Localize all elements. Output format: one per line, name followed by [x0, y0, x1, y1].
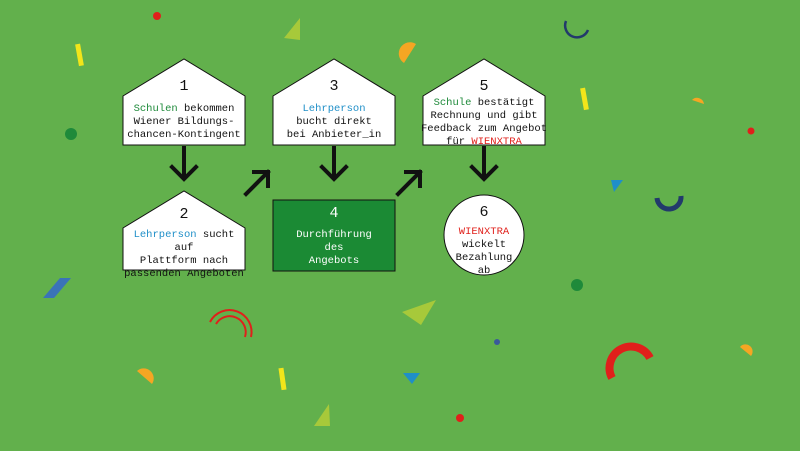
confetti-triangle-lime	[314, 404, 330, 426]
confetti-triangle-lime	[284, 18, 300, 40]
confetti-dot-red	[747, 127, 755, 135]
step-5-text-after: bestätigt	[471, 97, 535, 109]
step-5-number: 5	[479, 78, 489, 95]
confetti-arc-navy	[654, 195, 684, 212]
step-4-text: Durchführung des Angebots	[273, 229, 395, 268]
step-6-number: 6	[479, 204, 489, 221]
step-6-line3: Bezahlung	[455, 252, 513, 264]
arrow-diagonal-2	[243, 169, 271, 197]
confetti-triangle-lime	[402, 300, 436, 325]
confetti-arc-red	[215, 315, 247, 338]
step-6-line4: ab	[477, 265, 491, 277]
confetti-arc-navy	[563, 20, 590, 39]
step-6-text: WIENXTRA wickelt Bezahlung ab	[444, 226, 524, 278]
step-2-text: Lehrperson sucht auf Plattform nach pass…	[123, 229, 245, 281]
step-5-line4-highlight: WIENXTRA	[471, 136, 522, 148]
confetti-arc-red	[209, 309, 253, 338]
step-2-line2: Plattform nach	[139, 255, 229, 267]
step-2-number: 2	[179, 206, 189, 223]
step-3-line3: bei Anbieter_in	[286, 129, 382, 141]
step-4-line1: Durchführung	[296, 229, 372, 241]
step-1-text: Schulen bekommen Wiener Bildungs- chance…	[123, 103, 245, 142]
step-3-text: Lehrperson bucht direkt bei Anbieter_in	[273, 103, 395, 142]
step-1-number: 1	[179, 78, 189, 95]
confetti-dot-red	[456, 414, 464, 422]
step-5-line4-prefix: für	[446, 136, 472, 148]
confetti-halfcircle-orange	[740, 344, 753, 356]
confetti-dot-red	[153, 12, 161, 20]
step-1-highlight: Schulen	[133, 103, 178, 115]
confetti-bar-yellow	[278, 367, 287, 391]
confetti-dot-green	[65, 128, 77, 140]
step-2-highlight: Lehrperson	[133, 229, 197, 241]
step-2-text-after: sucht auf	[174, 229, 235, 254]
confetti-parallelogram-blue	[43, 278, 71, 298]
step-5-box	[422, 58, 546, 146]
confetti-dot-green	[571, 279, 583, 291]
confetti-halfcircle-orange	[692, 97, 704, 104]
confetti-bar-yellow	[580, 87, 589, 111]
arrow-down-1	[169, 146, 199, 182]
step-6-circle	[443, 194, 525, 276]
confetti-triangle-blue	[403, 373, 420, 384]
step-6-line2: wickelt	[461, 239, 507, 251]
confetti-bar-yellow	[75, 43, 84, 67]
step-5-line2: Rechnung und gibt	[430, 110, 538, 122]
step-4-number: 4	[329, 205, 339, 222]
step-1-box	[122, 58, 246, 146]
arrow-down-3	[319, 146, 349, 182]
step-4-line2: des	[324, 242, 344, 254]
step-4-box	[272, 199, 396, 272]
step-5-text: Schule bestätigt Rechnung und gibt Feedb…	[416, 97, 552, 149]
step-2-line3: passenden Angeboten	[124, 268, 244, 280]
confetti-halfcircle-orange	[137, 368, 154, 384]
confetti-dot-navy	[494, 339, 500, 345]
confetti-halfcircle-orange	[398, 42, 416, 63]
arrow-down-5	[469, 146, 499, 182]
step-4-line3: Angebots	[308, 255, 360, 267]
step-3-line2: bucht direkt	[296, 116, 372, 128]
step-3-highlight: Lehrperson	[302, 103, 366, 115]
arrow-diagonal-4	[395, 169, 423, 197]
step-1-text-after: bekommen	[177, 103, 235, 115]
step-5-line3: Feedback zum Angebot	[420, 123, 548, 135]
confetti-triangle-blue	[611, 180, 623, 192]
confetti-arc-red	[605, 342, 654, 380]
step-3-box	[272, 58, 396, 146]
step-2-box	[122, 190, 246, 271]
step-1-line2: Wiener Bildungs-	[133, 116, 235, 128]
step-3-number: 3	[329, 78, 339, 95]
step-6-highlight: WIENXTRA	[458, 226, 510, 238]
step-5-highlight: Schule	[433, 97, 472, 109]
step-1-line3: chancen-Kontingent	[127, 129, 241, 141]
